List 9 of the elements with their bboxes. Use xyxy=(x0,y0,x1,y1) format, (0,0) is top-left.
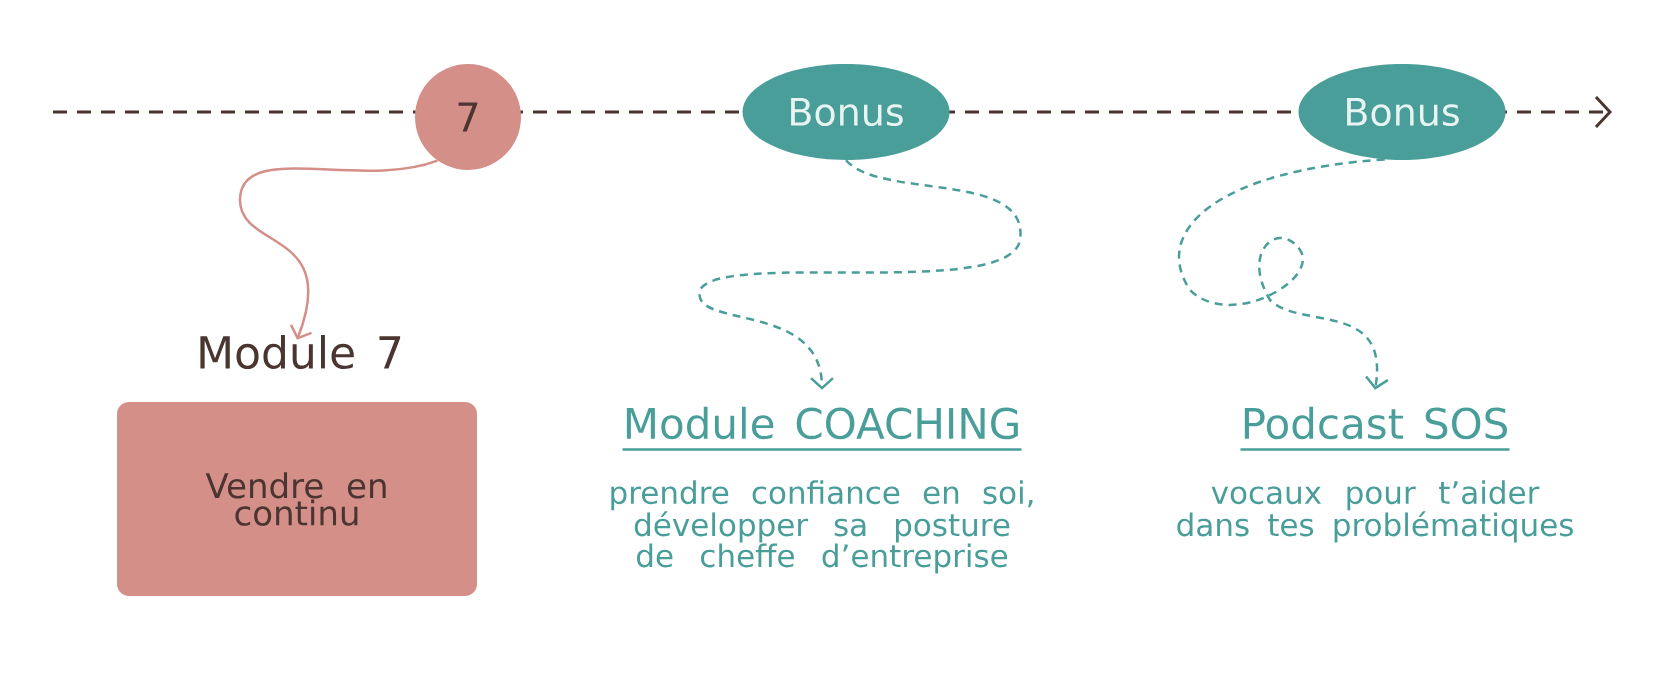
curly-arrow xyxy=(698,159,1022,390)
module-box: Vendre en continu xyxy=(117,402,477,596)
module-heading: Podcast SOS xyxy=(1244,406,1507,440)
curly-arrow xyxy=(1178,158,1389,390)
description-text: vocaux pour t’aider dans tes problématiques xyxy=(1177,480,1573,543)
module-heading: Module 7 xyxy=(200,335,401,370)
module-heading: Module COACHING xyxy=(626,406,1018,440)
curly-arrow xyxy=(238,159,438,340)
description-text: prendre confiance en soi, développer sa posture de cheffe d’entreprise xyxy=(611,480,1033,574)
